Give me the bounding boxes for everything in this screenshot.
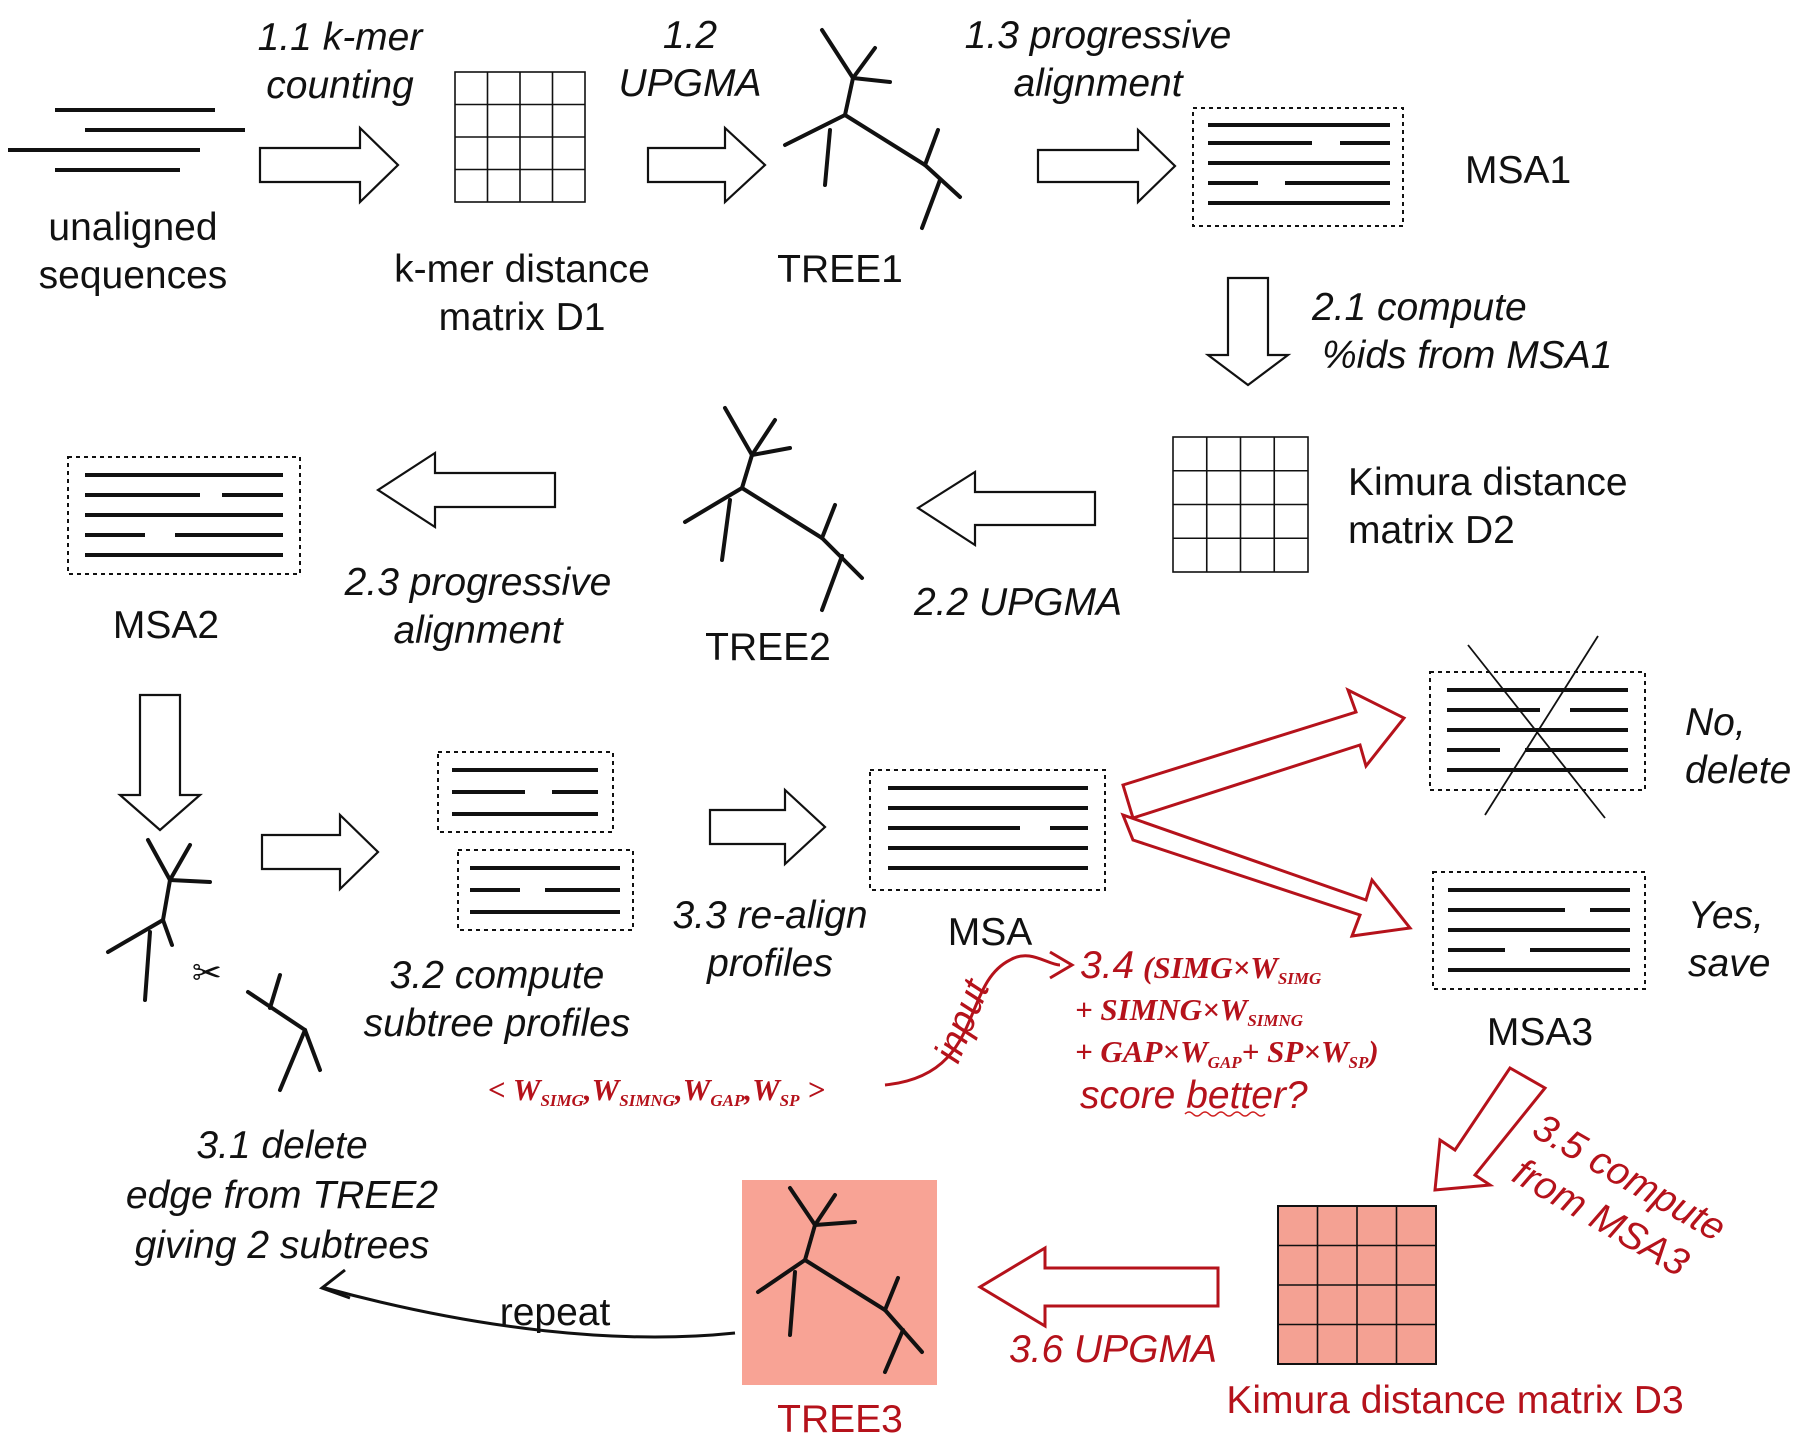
msa-realigned-icon	[869, 769, 1106, 891]
subtree-profile-2	[457, 849, 634, 931]
weights-vector: < WSIMG,WSIMNG,WGAP,WSP >	[488, 1072, 825, 1110]
unaligned-sequences-icon	[8, 108, 245, 172]
label-unaligned-2: sequences	[39, 254, 228, 297]
scissors-icon: ✂	[192, 953, 222, 994]
arrow-3-1	[117, 693, 203, 832]
arrow-3-2	[260, 812, 380, 892]
label-kimura2-1: Kimura distance	[1348, 461, 1628, 504]
tree3-icon	[756, 1186, 924, 1374]
msa2-icon	[67, 456, 301, 575]
formula-line1: (SIMG×WSIMG	[1143, 950, 1322, 988]
step-2-1-line2: %ids from MSA1	[1322, 334, 1612, 377]
step-1-3-line1: 1.3 progressive	[965, 14, 1232, 57]
arrow-2-1	[1204, 276, 1292, 387]
step-3-1-line2: edge from TREE2	[126, 1174, 438, 1217]
formula-line2: + SIMNG×WSIMNG	[1075, 992, 1304, 1030]
label-msa2: MSA2	[113, 604, 219, 647]
kimura-matrix-d2	[1172, 436, 1309, 573]
step-2-3-line2: alignment	[393, 609, 564, 652]
msa3-icon	[1432, 871, 1646, 990]
label-kmer-2: matrix D1	[439, 296, 606, 339]
arrow-2-3	[375, 450, 557, 530]
arrow-3-6	[977, 1245, 1220, 1329]
arrow-to-delete	[1121, 686, 1407, 820]
kmer-matrix-d1	[454, 71, 586, 203]
arrow-to-save	[1120, 812, 1413, 938]
step-1-1-line1: 1.1 k-mer	[258, 16, 425, 59]
input-arrowhead	[1049, 950, 1075, 980]
step-1-3-line2: alignment	[1013, 62, 1184, 105]
step-3-4-number: 3.4	[1080, 944, 1134, 987]
msa1-icon	[1192, 107, 1404, 227]
repeat-arrow	[324, 1286, 736, 1339]
label-tree3: TREE3	[777, 1398, 903, 1441]
arrow-3-5	[1433, 1066, 1548, 1192]
split-tree2-icon	[106, 838, 322, 1092]
kimura-matrix-d3	[1277, 1205, 1437, 1365]
label-msa1: MSA1	[1465, 149, 1571, 192]
step-2-2: 2.2 UPGMA	[913, 581, 1122, 624]
repeat-arrowhead	[318, 1268, 351, 1300]
input-curve-arrow	[884, 954, 1061, 1087]
step-3-3-line2: profiles	[706, 942, 833, 985]
step-3-2-line1: 3.2 compute	[390, 954, 605, 997]
arrow-1-2	[646, 125, 767, 205]
step-3-2-line2: subtree profiles	[364, 1002, 631, 1045]
arrow-1-3	[1036, 127, 1177, 205]
step-3-1-line3: giving 2 subtrees	[135, 1224, 430, 1267]
step-3-1-line1: 3.1 delete	[196, 1124, 367, 1167]
label-input: input	[926, 972, 998, 1069]
formula-line3: + GAP×WGAP+ SP×WSP)	[1075, 1034, 1379, 1072]
label-kmer-1: k-mer distance	[394, 248, 650, 291]
spellcheck-underline	[1184, 1111, 1266, 1117]
tree1-icon	[783, 28, 962, 230]
subtree-profile-1	[437, 751, 614, 833]
tree2-icon	[683, 406, 864, 612]
step-1-1-line2: counting	[266, 64, 414, 107]
arrow-3-3	[708, 787, 827, 867]
arrow-1-1	[258, 125, 400, 205]
label-msa3: MSA3	[1487, 1011, 1593, 1054]
label-tree2: TREE2	[705, 626, 831, 669]
label-no-2: delete	[1685, 749, 1791, 792]
label-kimura3: Kimura distance matrix D3	[1226, 1379, 1683, 1422]
label-no-1: No,	[1685, 701, 1746, 744]
label-msa: MSA	[948, 911, 1033, 954]
label-repeat: repeat	[500, 1291, 611, 1334]
step-2-3-line1: 2.3 progressive	[344, 561, 612, 604]
arrow-2-2	[915, 470, 1097, 548]
step-1-2-line2: UPGMA	[618, 62, 761, 105]
deleted-msa-icon	[1429, 635, 1646, 819]
label-unaligned-1: unaligned	[48, 206, 217, 249]
label-tree1: TREE1	[777, 248, 903, 291]
step-1-2-line1: 1.2	[663, 14, 718, 57]
label-yes-2: save	[1688, 942, 1770, 985]
step-3-6: 3.6 UPGMA	[1009, 1328, 1217, 1371]
step-2-1-line1: 2.1 compute	[1311, 286, 1527, 329]
step-3-4-question: score better?	[1080, 1074, 1308, 1117]
label-yes-1: Yes,	[1688, 894, 1764, 937]
step-3-3-line1: 3.3 re-align	[672, 894, 867, 937]
label-kimura2-2: matrix D2	[1348, 509, 1515, 552]
